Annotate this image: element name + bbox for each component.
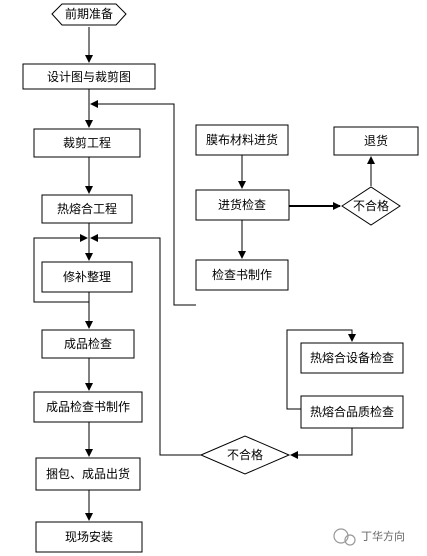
incoming-check-node-label: 进货检查 [218,197,266,212]
product-report-node-label: 成品检查书制作 [46,399,130,414]
incoming-check-node [195,189,290,221]
packing-node-label: 捆包、成品出货 [46,466,130,481]
reject-top-label: 不合格 [353,198,389,213]
edge-repair-loop [33,234,89,303]
heat-fuse-node [41,194,133,224]
device-check-node [300,342,404,374]
report-make-node-label: 检查书制作 [212,267,272,282]
product-check-node [41,329,135,359]
reject-top-diamond [341,186,401,226]
membrane-in-node [195,124,289,156]
reject-bottom-label: 不合格 [227,447,263,462]
design-node [22,63,156,90]
heat-fuse-node-label: 热熔合工程 [57,201,117,216]
report-make-node [195,259,289,291]
watermark-text: 丁华方向 [361,529,405,543]
install-node [35,521,143,553]
install-node-label: 现场安装 [65,529,113,544]
product-check-node-label: 成品检查 [64,336,112,351]
quality-check-node-label: 热熔合品质检查 [310,404,394,419]
product-report-node [33,391,143,423]
start-node [51,3,127,26]
design-node-label: 设计图与裁剪图 [47,69,131,84]
edge-report-to-cutting [90,100,196,306]
watermark-icon [333,528,349,544]
return-node [333,126,419,156]
edge-quality-reject [290,428,353,459]
start-node-label: 前期准备 [65,6,113,21]
edge-device-bracket [286,329,356,410]
packing-node [35,457,141,491]
reject-bottom-diamond [199,435,291,475]
return-node-label: 退货 [364,133,388,148]
watermark: 丁华方向 [333,528,405,546]
cutting-node-label: 裁剪工程 [63,135,111,150]
cutting-node [33,128,141,158]
repair-node-label: 修补整理 [63,269,111,284]
membrane-in-node-label: 膜布材料进货 [206,132,278,147]
repair-node [41,261,133,293]
quality-check-node [300,395,404,429]
device-check-node-label: 热熔合设备检查 [310,350,394,365]
edge-reject-to-repair [90,234,201,456]
